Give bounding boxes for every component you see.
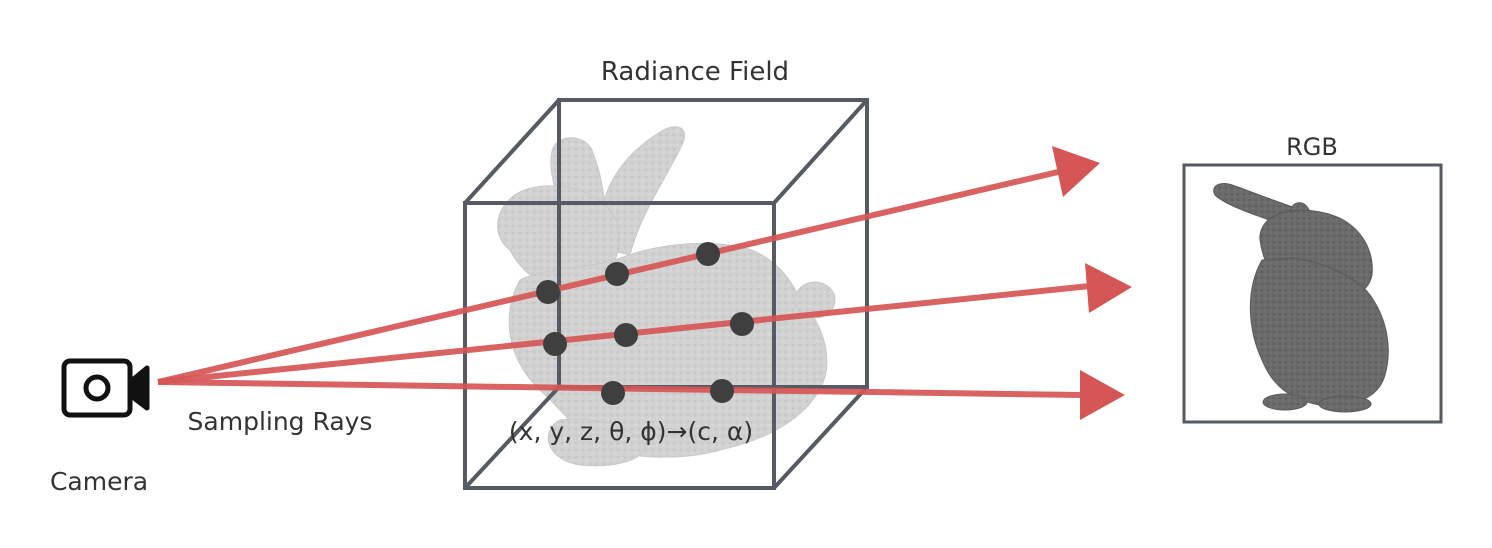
sample-point	[605, 262, 629, 286]
sample-point	[710, 379, 734, 403]
camera-icon	[61, 358, 150, 418]
arrowhead-bottom	[1080, 370, 1125, 420]
sample-point	[730, 312, 754, 336]
sample-point	[696, 242, 720, 266]
sample-point	[543, 332, 567, 356]
sample-point	[536, 280, 560, 304]
camera-label: Camera	[50, 467, 148, 496]
sampling-rays-label: Sampling Rays	[188, 407, 373, 436]
sample-point	[601, 381, 625, 405]
bunny-rgb-image	[1213, 183, 1389, 413]
ray-arrowheads	[1052, 146, 1132, 420]
arrowhead-top	[1052, 146, 1100, 197]
radiance-field-label: Radiance Field	[601, 57, 789, 87]
sample-points	[536, 242, 754, 405]
mapping-formula: (x, y, z, θ, ϕ)→(c, α)	[509, 417, 753, 446]
sample-point	[614, 323, 638, 347]
rgb-label: RGB	[1286, 133, 1338, 161]
arrowhead-middle	[1085, 263, 1132, 313]
